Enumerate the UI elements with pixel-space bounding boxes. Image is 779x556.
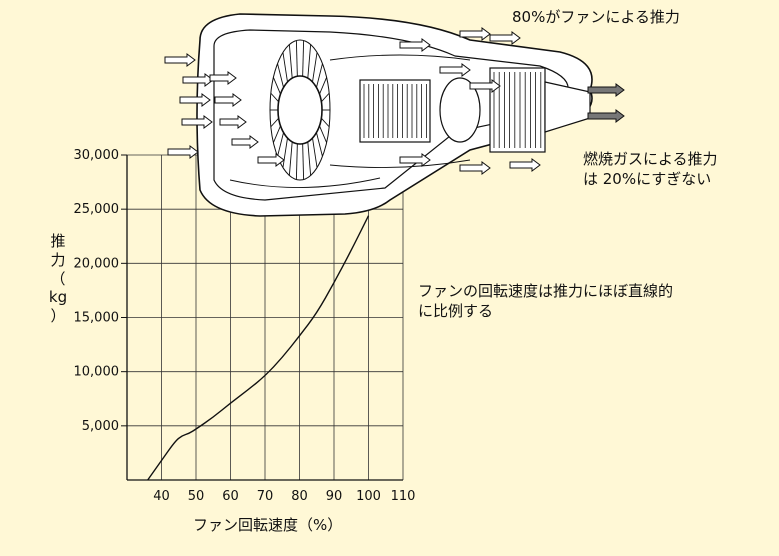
turbine — [489, 67, 546, 153]
y-tick-label: 30,000 — [74, 148, 120, 163]
exhaust-arrow — [587, 109, 625, 123]
turbine-fins — [493, 72, 542, 148]
intake-arrow — [179, 93, 211, 107]
fan-blade — [270, 117, 279, 128]
intake-arrow — [167, 145, 199, 159]
intake-arrow — [257, 153, 285, 167]
y-axis-label-char: 力 — [50, 250, 66, 269]
y-tick-label: 25,000 — [74, 202, 120, 217]
x-tick-label: 60 — [222, 489, 239, 504]
fan-blades — [270, 40, 330, 180]
x-tick-label: 50 — [188, 489, 205, 504]
bypass-arrow — [489, 31, 521, 45]
exhaust-arrow — [587, 83, 625, 97]
fan-blade — [295, 143, 298, 180]
fan-blade — [302, 40, 305, 77]
fan-blade — [302, 143, 305, 180]
bypass-arrow — [439, 63, 471, 77]
fan-blade — [307, 141, 312, 176]
fan-blade — [321, 92, 330, 103]
fan-blade — [307, 44, 312, 79]
x-tick-label: 70 — [257, 489, 274, 504]
tick-labels: 40 50 60 70 80 90 100 110 5,000 10,000 15,000 20,00… — [74, 148, 416, 504]
fan-blade — [319, 125, 327, 143]
fan-blade — [312, 52, 318, 83]
fan-blade — [295, 40, 298, 77]
bypass-arrow — [459, 161, 491, 175]
x-tick-label: 80 — [291, 489, 308, 504]
compressor — [359, 79, 431, 143]
y-axis-label: 推 力 （ kg ） — [48, 232, 68, 326]
fan-hub — [277, 75, 323, 145]
axes — [121, 154, 403, 481]
fan-blade — [288, 44, 293, 79]
bypass-airflow-arrows — [399, 27, 541, 175]
fan-blade — [270, 92, 279, 103]
bypass-arrow — [509, 158, 541, 172]
intake-arrow — [181, 115, 213, 129]
bypass-arrow — [399, 153, 431, 167]
y-tick-label: 20,000 — [74, 256, 120, 271]
intake-arrow — [182, 73, 214, 87]
series-line — [147, 215, 370, 481]
fan-blade — [277, 132, 284, 157]
annotation-linear-1: ファンの回転速度は推力にほぼ直線的 — [418, 282, 674, 300]
fan-blade — [288, 141, 293, 176]
intake-arrow — [219, 115, 247, 129]
combustor — [439, 77, 481, 143]
y-axis-label-char: （ — [50, 269, 66, 288]
y-axis-label-char: kg — [48, 288, 68, 307]
x-axis-label: ファン回転速度（%） — [193, 516, 343, 534]
annotation-gas-thrust-1: 燃焼ガスによる推力 — [583, 150, 718, 168]
x-tick-label: 40 — [153, 489, 170, 504]
y-tick-label: 15,000 — [74, 311, 120, 326]
y-axis-label-char: ） — [50, 307, 66, 325]
compressor-fins — [363, 84, 427, 138]
intake-arrow — [164, 53, 196, 67]
fan-blade — [273, 125, 281, 143]
intake-arrow — [231, 135, 259, 149]
x-tick-label: 110 — [391, 489, 416, 504]
annotation-linear-2: に比例する — [418, 302, 494, 320]
y-tick-label: 5,000 — [82, 419, 119, 434]
fan-blade — [312, 137, 318, 168]
bypass-arrow — [469, 79, 501, 93]
intake-arrow — [214, 93, 242, 107]
fan-blade — [277, 63, 284, 88]
fan-blade — [282, 137, 288, 168]
intake-airflow-arrows — [164, 53, 285, 167]
bypass-arrow — [459, 27, 491, 41]
annotation-fan-thrust: 80%がファンによる推力 — [512, 8, 680, 26]
fan-blade — [319, 77, 327, 95]
lower-fairing — [229, 177, 381, 188]
exhaust-arrows — [587, 83, 625, 123]
fan-blade — [282, 52, 288, 83]
fan-blade — [316, 63, 323, 88]
fan-blade — [321, 117, 330, 128]
bypass-duct — [329, 159, 471, 169]
intake-arrow — [209, 71, 237, 85]
series — [147, 215, 370, 481]
fan-blade — [273, 77, 281, 95]
turbofan-engine-illustration — [196, 13, 593, 217]
y-axis-label-char: 推 — [50, 232, 66, 250]
bypass-arrow — [399, 38, 431, 52]
annotation-gas-thrust-2: は 20%にすぎない — [583, 170, 712, 188]
bypass-duct — [329, 54, 471, 61]
y-tick-label: 10,000 — [74, 365, 120, 380]
x-tick-label: 90 — [326, 489, 343, 504]
x-tick-label: 100 — [356, 489, 381, 504]
fan-blade — [316, 132, 323, 157]
